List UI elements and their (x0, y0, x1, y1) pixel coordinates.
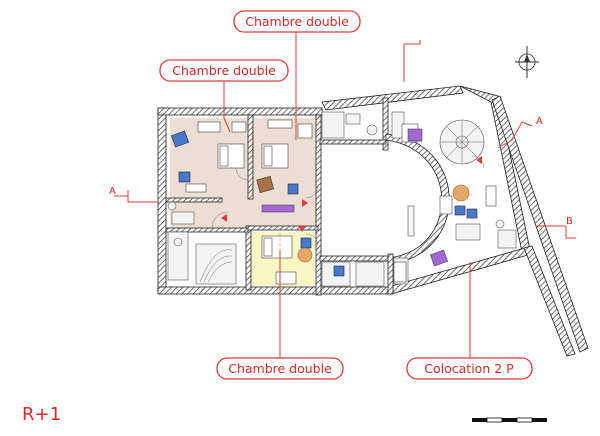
doors (211, 155, 485, 247)
label-chambre-double-bottom: Chambre double (216, 357, 344, 380)
scale-bar (472, 417, 547, 423)
svg-text:A: A (109, 186, 116, 197)
north-arrow-icon (515, 46, 539, 78)
armchair-blue (170, 130, 190, 148)
svg-text:Colocation 2 P: Colocation 2 P (424, 361, 514, 376)
label-chambre-double-top-left: Chambre double (159, 59, 289, 82)
red-markers (221, 156, 482, 232)
svg-text:A: A (536, 116, 543, 127)
label-chambre-double-top-right: Chambre double (233, 10, 361, 33)
armchair-brown (256, 176, 274, 193)
table-round (297, 247, 313, 263)
section-marker-a-left: A (109, 186, 158, 203)
section-marker-top (403, 40, 421, 82)
section-marker-a-right: A (497, 116, 543, 149)
svg-text:Chambre double: Chambre double (172, 63, 276, 78)
leaders (223, 30, 471, 360)
chair-purple (407, 128, 423, 142)
corridor-floor (170, 198, 320, 228)
label-colocation: Colocation 2 P (406, 357, 533, 380)
bench-purple (261, 204, 295, 213)
svg-text:Chambre double: Chambre double (245, 14, 349, 29)
svg-text:B: B (566, 216, 573, 227)
svg-text:Chambre double: Chambre double (228, 361, 332, 376)
level-label: R+1 (22, 404, 61, 425)
section-marker-b-right: B (536, 216, 576, 239)
walls (157, 85, 589, 357)
furniture (170, 119, 497, 285)
